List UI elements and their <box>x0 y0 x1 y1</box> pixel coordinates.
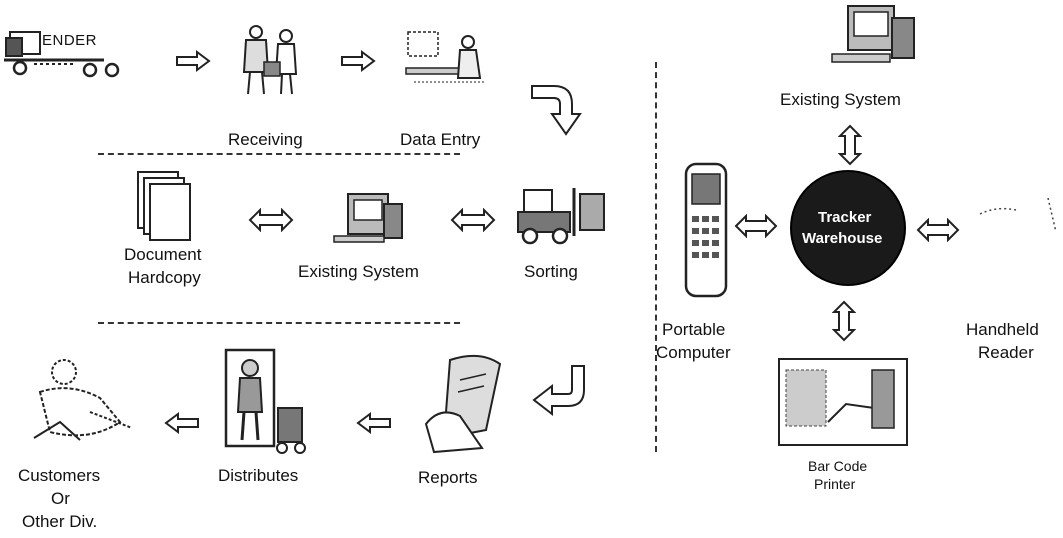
curved-arrow-left-icon <box>530 362 588 418</box>
portable-computer-icon <box>680 160 736 306</box>
double-arrow-icon <box>450 208 496 232</box>
arrow-left-icon <box>356 412 392 434</box>
vertical-double-arrow-icon <box>838 124 862 166</box>
vender-label: ENDER <box>42 32 98 49</box>
hardcopy-label: Hardcopy <box>128 268 201 287</box>
panel-divider <box>655 62 657 452</box>
curved-arrow-down-icon <box>528 80 588 140</box>
distributes-label: Distributes <box>218 466 299 485</box>
reader-label: Reader <box>978 343 1034 362</box>
handheld-label: Handheld <box>966 320 1039 339</box>
row-divider-bottom <box>98 322 460 324</box>
other-div-label: Other Div. <box>22 512 98 531</box>
customers-label: Customers <box>18 466 101 485</box>
existing-system-left-label: Existing System <box>298 262 419 281</box>
existing-system-right-label: Existing System <box>780 90 901 109</box>
reports-label: Reports <box>418 468 478 487</box>
sorting-label: Sorting <box>524 262 578 281</box>
data-entry-label: Data Entry <box>400 130 481 149</box>
computer-label: Computer <box>656 343 731 362</box>
hub-tracker-label: Tracker <box>818 209 872 226</box>
double-arrow-icon <box>248 208 294 232</box>
distributes-worker-icon <box>222 346 312 458</box>
forklift-icon <box>510 184 610 248</box>
arrow-left-icon <box>164 412 200 434</box>
bar-code-printer-icon <box>776 356 910 450</box>
bar-code-label: Bar Code <box>808 458 868 474</box>
arrow-right-icon <box>175 50 211 72</box>
document-label: Document <box>124 245 202 264</box>
or-label: Or <box>51 489 70 508</box>
vertical-double-arrow-icon <box>832 300 856 342</box>
handheld-reader-icon <box>976 188 1062 248</box>
document-stack-icon <box>134 168 198 244</box>
receiving-label: Receiving <box>228 130 303 149</box>
reports-paper-icon <box>420 350 510 454</box>
server-system-icon <box>328 190 408 248</box>
data-entry-icon <box>404 28 494 98</box>
horizontal-double-arrow-icon <box>916 218 960 242</box>
server-system-top-icon <box>822 2 926 70</box>
tracker-warehouse-hub-icon <box>788 168 908 288</box>
printer-label: Printer <box>814 476 856 492</box>
row-divider-top <box>98 153 460 155</box>
customers-crowd-icon <box>20 352 150 452</box>
horizontal-double-arrow-icon <box>734 214 778 238</box>
arrow-right-icon <box>340 50 376 72</box>
hub-warehouse-label: Warehouse <box>802 230 883 247</box>
vender-truck-icon <box>4 28 134 83</box>
portable-label: Portable <box>662 320 726 339</box>
receiving-people-icon <box>234 22 304 97</box>
